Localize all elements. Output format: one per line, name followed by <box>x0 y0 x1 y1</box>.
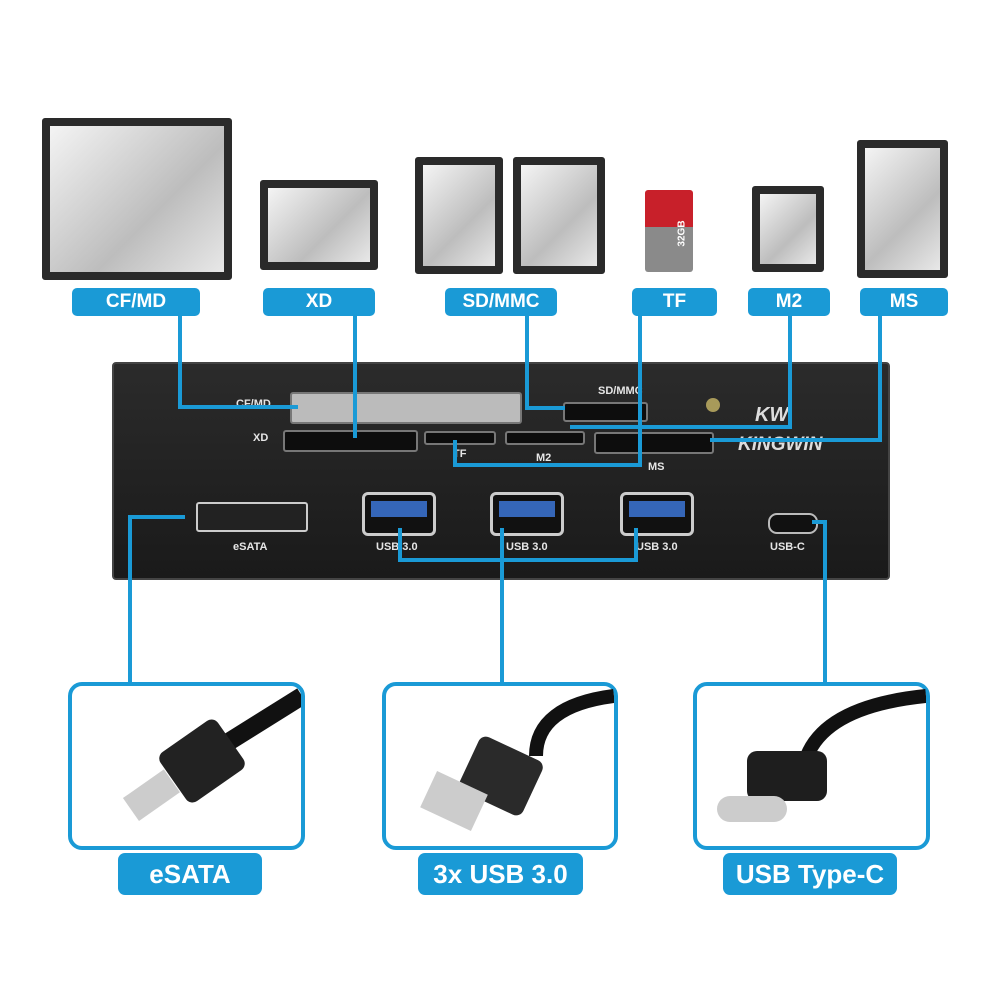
line-usb <box>398 528 638 562</box>
slot-label-sd: SD/MMC <box>598 385 643 397</box>
usb-c-cable-box <box>693 682 930 850</box>
label-cf-md: CF/MD <box>72 288 200 316</box>
line-ms <box>710 316 882 442</box>
sd-slot <box>563 402 648 422</box>
line-esata <box>128 515 185 682</box>
line-sd <box>525 316 565 410</box>
xd-card-image <box>260 180 378 270</box>
usb-cable-box <box>382 682 618 850</box>
esata-cable-box <box>68 682 307 850</box>
usb-c-cable-image <box>717 689 927 822</box>
label-tf: TF <box>632 288 717 316</box>
usb-port-2 <box>490 492 564 536</box>
label-sd-mmc: SD/MMC <box>445 288 557 316</box>
label-m2: M2 <box>748 288 830 316</box>
label-ms: MS <box>860 288 948 316</box>
bottom-label-usb: 3x USB 3.0 <box>418 853 583 895</box>
ms-card-image <box>857 140 948 278</box>
line-usbc <box>812 520 827 682</box>
usb-cable-image <box>420 689 615 831</box>
minisd-card-image <box>513 157 605 274</box>
m2-slot <box>505 431 585 445</box>
ms-slot <box>594 432 714 454</box>
esata-port <box>196 502 308 532</box>
port-label-usb3: USB 3.0 <box>636 541 678 553</box>
line-tf <box>453 316 642 467</box>
slot-label-m2: M2 <box>536 452 552 464</box>
port-label-usb1: USB 3.0 <box>376 541 418 553</box>
tf-card-image: 32GB <box>645 190 693 272</box>
m2-card-image <box>752 186 824 272</box>
cf-slot <box>290 392 522 424</box>
led-indicator <box>706 398 720 412</box>
esata-cable-image <box>122 688 307 821</box>
slot-label-ms: MS <box>648 461 665 473</box>
cf-card-image <box>42 118 232 280</box>
port-label-esata: eSATA <box>233 541 268 553</box>
xd-slot <box>283 430 418 452</box>
tf-slot <box>424 431 496 445</box>
sd-card-image <box>415 157 503 274</box>
usb-port-3 <box>620 492 694 536</box>
line-m2 <box>570 316 792 429</box>
label-xd: XD <box>263 288 375 316</box>
port-label-usbc: USB-C <box>770 541 805 553</box>
bottom-label-usbc: USB Type-C <box>723 853 897 895</box>
usb-port-1 <box>362 492 436 536</box>
line-cf <box>178 316 298 409</box>
port-label-usb2: USB 3.0 <box>506 541 548 553</box>
kingwin-logo: KW <box>755 404 789 426</box>
bottom-label-esata: eSATA <box>118 853 262 895</box>
slot-label-xd: XD <box>253 432 269 444</box>
